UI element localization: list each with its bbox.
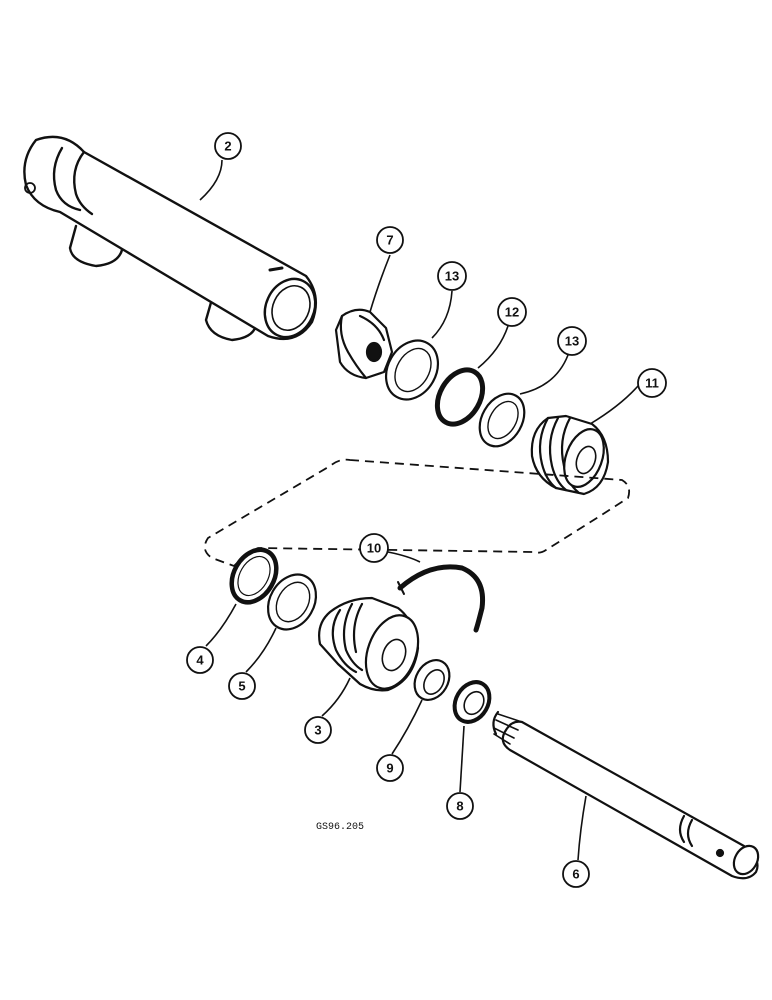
lock-nut-part — [452, 680, 492, 724]
callout-3: 3 — [304, 677, 351, 744]
callout-label: 12 — [505, 305, 519, 320]
callout-13-lower: 13 — [519, 326, 587, 395]
callout-label: 2 — [224, 139, 231, 154]
callout-label: 11 — [645, 376, 659, 391]
wire-snap-ring-part — [397, 564, 486, 633]
assembly-group-outline — [203, 458, 631, 568]
callout-8: 8 — [446, 725, 474, 820]
callout-7: 7 — [369, 226, 404, 313]
callout-label: 4 — [196, 653, 204, 668]
callout-5: 5 — [228, 627, 277, 700]
callout-label: 13 — [565, 334, 579, 349]
rod-guide-part — [318, 596, 420, 692]
callout-10: 10 — [359, 533, 421, 563]
bushing-part — [413, 659, 451, 701]
callout-label: 3 — [314, 723, 321, 738]
seal-ring-part — [229, 547, 279, 605]
backup-washer-part — [266, 573, 318, 631]
callout-label: 13 — [445, 269, 459, 284]
callout-2: 2 — [199, 132, 242, 201]
callout-label: 8 — [456, 799, 463, 814]
piston-rod-part — [492, 710, 760, 880]
drawing-code: GS96.205 — [316, 822, 364, 833]
callout-6: 6 — [562, 795, 590, 888]
backup-washer-part — [478, 392, 526, 448]
callout-label: 5 — [238, 679, 245, 694]
callout-11: 11 — [589, 368, 667, 425]
callout-4: 4 — [186, 603, 237, 674]
callout-label: 7 — [386, 233, 393, 248]
cylinder-barrel-part — [23, 135, 318, 342]
callout-label: 6 — [572, 867, 579, 882]
callout-label: 9 — [386, 761, 393, 776]
callout-12: 12 — [477, 297, 527, 369]
backup-washer-part — [384, 339, 440, 401]
piston-part — [530, 414, 610, 496]
hex-nut-part — [334, 308, 394, 380]
callout-13-upper: 13 — [431, 261, 467, 339]
callout-label: 10 — [367, 541, 381, 556]
callout-9: 9 — [376, 699, 423, 782]
o-ring-part — [434, 367, 486, 427]
